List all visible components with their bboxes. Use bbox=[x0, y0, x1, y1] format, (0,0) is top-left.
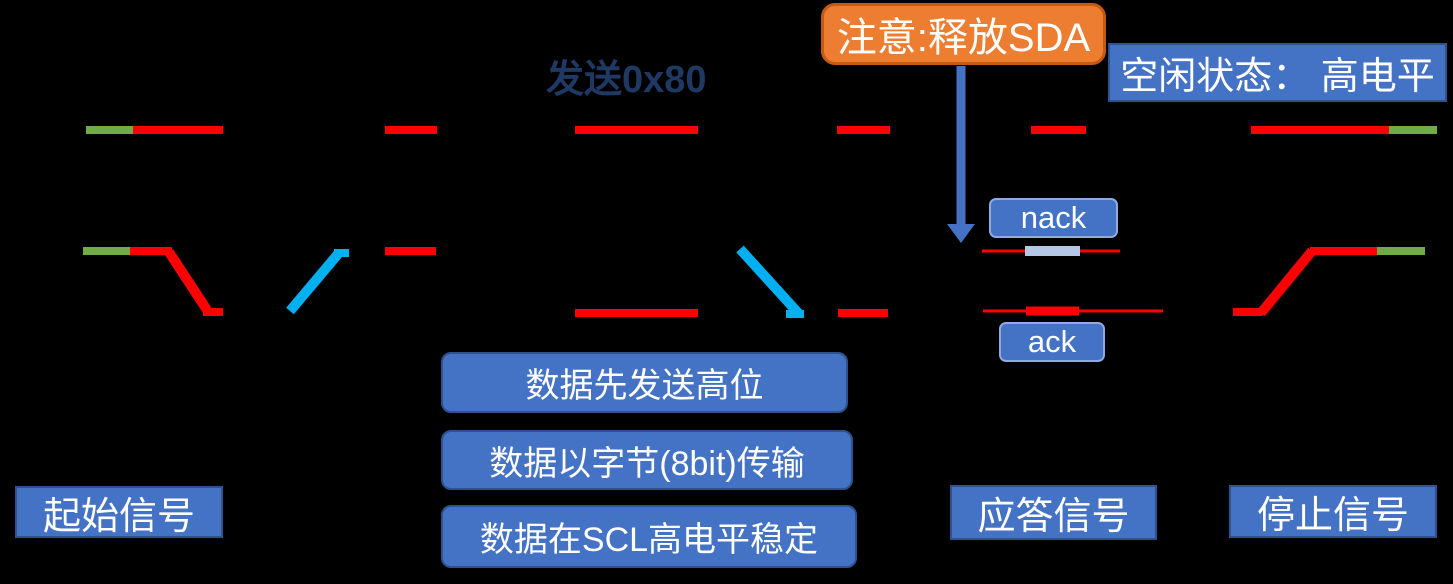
send-byte-text: 发送0x80 bbox=[546, 59, 707, 101]
data-note-byte-transfer: 数据以字节(8bit)传输 bbox=[441, 430, 853, 490]
send-byte-label: 发送0x80 bbox=[546, 48, 707, 103]
wave-segment-red bbox=[164, 249, 212, 313]
idle-state-box: 空闲状态： 高电平 bbox=[1108, 43, 1447, 102]
answer-signal-text: 应答信号 bbox=[977, 496, 1130, 538]
ack-text: ack bbox=[1027, 324, 1077, 359]
stop-signal-label: 停止信号 bbox=[1229, 485, 1437, 538]
wave-segment-cyan bbox=[286, 250, 342, 315]
note-arrow-head-icon bbox=[947, 224, 975, 243]
release-sda-note-text: 注意:释放SDA bbox=[836, 16, 1091, 60]
answer-signal-label: 应答信号 bbox=[950, 485, 1157, 540]
start-signal-text: 起始信号 bbox=[42, 495, 195, 538]
start-signal-label: 起始信号 bbox=[15, 486, 223, 538]
data-note-msb-first-text: 数据先发送高位 bbox=[525, 367, 764, 405]
stop-signal-text: 停止信号 bbox=[1256, 495, 1409, 537]
data-note-scl-stable: 数据在SCL高电平稳定 bbox=[441, 505, 857, 568]
data-note-scl-stable-text: 数据在SCL高电平稳定 bbox=[479, 521, 819, 559]
nack-tag: nack bbox=[989, 198, 1118, 238]
idle-state-text: 空闲状态： 高电平 bbox=[1120, 56, 1435, 98]
nack-text: nack bbox=[1020, 200, 1087, 235]
data-note-msb-first: 数据先发送高位 bbox=[441, 352, 848, 413]
data-note-byte-transfer-text: 数据以字节(8bit)传输 bbox=[489, 444, 805, 483]
wave-segment-cyan bbox=[736, 245, 804, 319]
ack-tag: ack bbox=[999, 322, 1105, 362]
release-sda-note: 注意:释放SDA bbox=[821, 3, 1106, 65]
wave-segment-red bbox=[1257, 247, 1316, 317]
